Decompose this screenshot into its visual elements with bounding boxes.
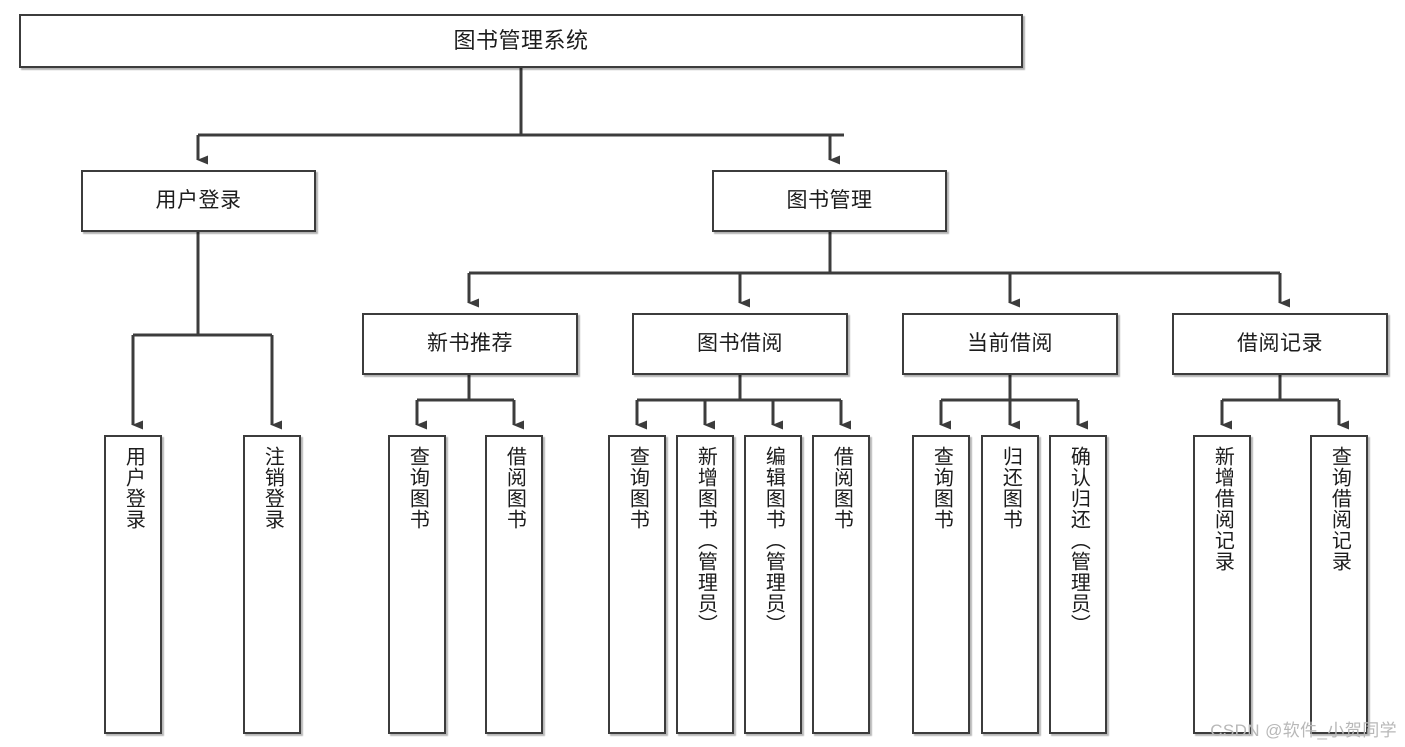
- node-leaf-add-borrow-record[interactable]: 新增借阅记录: [1193, 435, 1251, 734]
- node-label: 归还图书: [999, 446, 1022, 530]
- node-label: 用户登录: [155, 189, 242, 213]
- node-label: 图书管理系统: [453, 27, 589, 53]
- node-label: 新书推荐: [427, 332, 513, 356]
- node-new-book-recommend[interactable]: 新书推荐: [362, 313, 578, 375]
- node-leaf-query-book-recommend[interactable]: 查询图书: [388, 435, 446, 734]
- node-label: 新增图书（管理员）: [694, 446, 717, 635]
- node-label: 查询图书: [406, 446, 429, 530]
- node-leaf-logout[interactable]: 注销登录: [243, 435, 301, 734]
- node-label: 借阅图书: [830, 446, 853, 530]
- node-borrow-record[interactable]: 借阅记录: [1172, 313, 1388, 375]
- node-user-login[interactable]: 用户登录: [81, 170, 316, 232]
- node-leaf-confirm-return-admin[interactable]: 确认归还（管理员）: [1049, 435, 1107, 734]
- node-label: 新增借阅记录: [1211, 446, 1234, 572]
- node-label: 图书借阅: [697, 332, 783, 356]
- node-label: 图书管理: [786, 189, 873, 213]
- node-label: 用户登录: [122, 446, 145, 530]
- node-label: 借阅图书: [503, 446, 526, 530]
- node-book-borrow[interactable]: 图书借阅: [632, 313, 848, 375]
- node-leaf-add-book-admin[interactable]: 新增图书（管理员）: [676, 435, 734, 734]
- node-label: 借阅记录: [1237, 332, 1323, 356]
- node-leaf-query-book-current[interactable]: 查询图书: [912, 435, 970, 734]
- node-leaf-query-book-borrow[interactable]: 查询图书: [608, 435, 666, 734]
- node-leaf-query-borrow-record[interactable]: 查询借阅记录: [1310, 435, 1368, 734]
- node-root-system[interactable]: 图书管理系统: [19, 14, 1023, 68]
- node-label: 查询图书: [626, 446, 649, 530]
- node-label: 确认归还（管理员）: [1067, 446, 1090, 635]
- node-label: 当前借阅: [967, 332, 1053, 356]
- node-label: 注销登录: [261, 446, 284, 530]
- node-leaf-return-book[interactable]: 归还图书: [981, 435, 1039, 734]
- csdn-watermark: CSDN @软件_小贺同学: [1210, 721, 1397, 740]
- node-current-borrow[interactable]: 当前借阅: [902, 313, 1118, 375]
- node-label: 编辑图书（管理员）: [762, 446, 785, 635]
- node-leaf-user-login[interactable]: 用户登录: [104, 435, 162, 734]
- node-leaf-borrow-book[interactable]: 借阅图书: [812, 435, 870, 734]
- node-leaf-edit-book-admin[interactable]: 编辑图书（管理员）: [744, 435, 802, 734]
- node-label: 查询借阅记录: [1328, 446, 1351, 572]
- node-label: 查询图书: [930, 446, 953, 530]
- node-book-management[interactable]: 图书管理: [712, 170, 947, 232]
- node-leaf-borrow-book-recommend[interactable]: 借阅图书: [485, 435, 543, 734]
